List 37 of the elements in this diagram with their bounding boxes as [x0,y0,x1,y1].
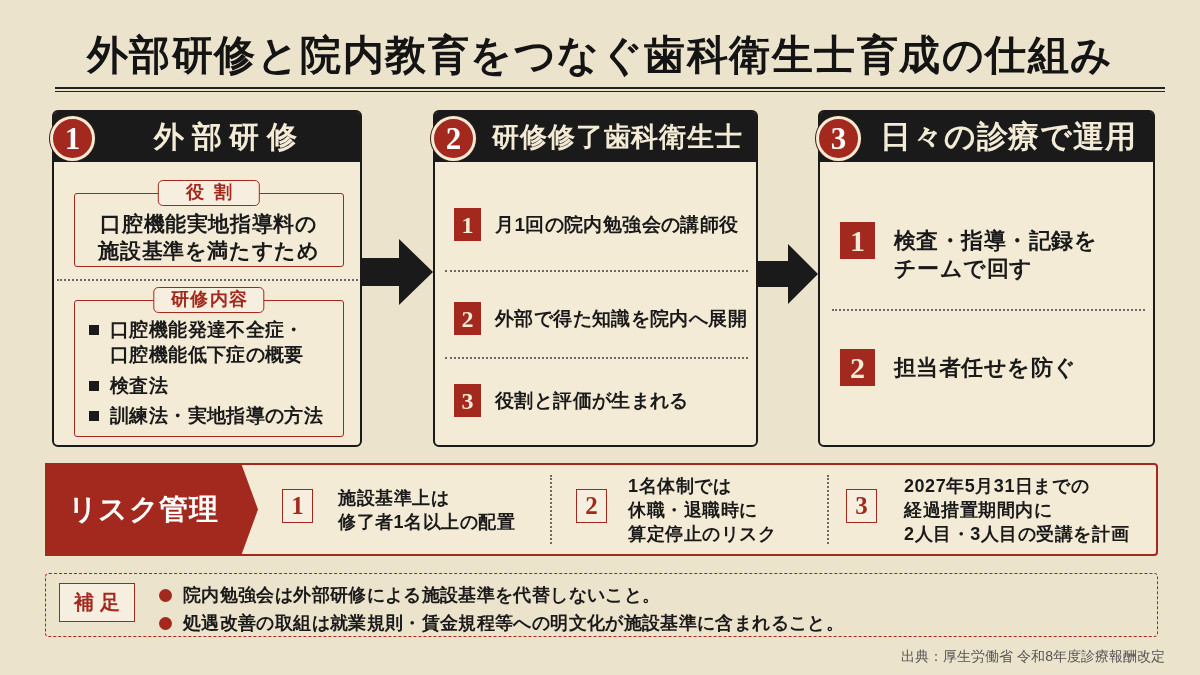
list-item-text: 訓練法・実地指導の方法 [110,404,324,428]
item-text: 外部で得た知識を院内へ展開 [495,307,747,331]
note-tag: 補足 [59,583,135,622]
panel-title: 外部研修 [154,119,304,155]
section-tag: 役割 [157,180,261,206]
number-badge: 2 [840,349,875,386]
list-item-text: 口腔機能発達不全症・口腔機能低下症の概要 [110,318,304,367]
risk-item-text: 施設基準上は修了者1名以上の配置 [338,486,516,534]
number-badge: 3 [846,488,877,523]
note-text: 処遇改善の取組は就業規則・賃金規程等への明文化が施設基準に含まれること。 [183,612,844,635]
item-text: 役割と評価が生まれる [495,389,689,413]
page-title: 外部研修と院内教育をつなぐ歯科衛生士育成の仕組み [86,31,1114,80]
number-badge: 2 [576,488,607,523]
risk-item-text: 2027年5月31日までの経過措置期間内に2人目・3人目の受講を計画 [904,474,1130,546]
item-text: 担当者任せを防ぐ [894,353,1077,382]
arrow [758,244,818,304]
item-text: 月1回の院内勉強会の講師役 [495,213,739,237]
description-text: 口腔機能実地指導料の施設基準を満たすため [98,211,320,264]
step-panel [52,110,362,447]
arrow [362,239,433,305]
heading-banner: リスク管理 [45,463,258,556]
note-panel [45,573,1158,637]
risk-panel [45,463,1158,556]
note-text: 院内勉強会は外部研修による施設基準を代替しないこと。 [183,584,661,607]
section-tag: 研修内容 [153,287,265,313]
panel-title: 研修修了歯科衛生士 [492,120,743,154]
panel-title: 日々の診療で運用 [879,118,1138,156]
step-panel [433,110,758,447]
step-panel [818,110,1155,447]
number-badge: 2 [454,302,481,335]
number-badge: 1 [282,488,313,523]
number-badge: 1 [840,222,875,259]
number-badge: 1 [454,208,481,241]
risk-item-text: 1名体制では休職・退職時に算定停止のリスク [628,474,777,546]
number-badge: 3 [454,384,481,417]
list-item-text: 検査法 [110,374,169,398]
item-text: 検査・指導・記録をチームで回す [894,226,1097,283]
